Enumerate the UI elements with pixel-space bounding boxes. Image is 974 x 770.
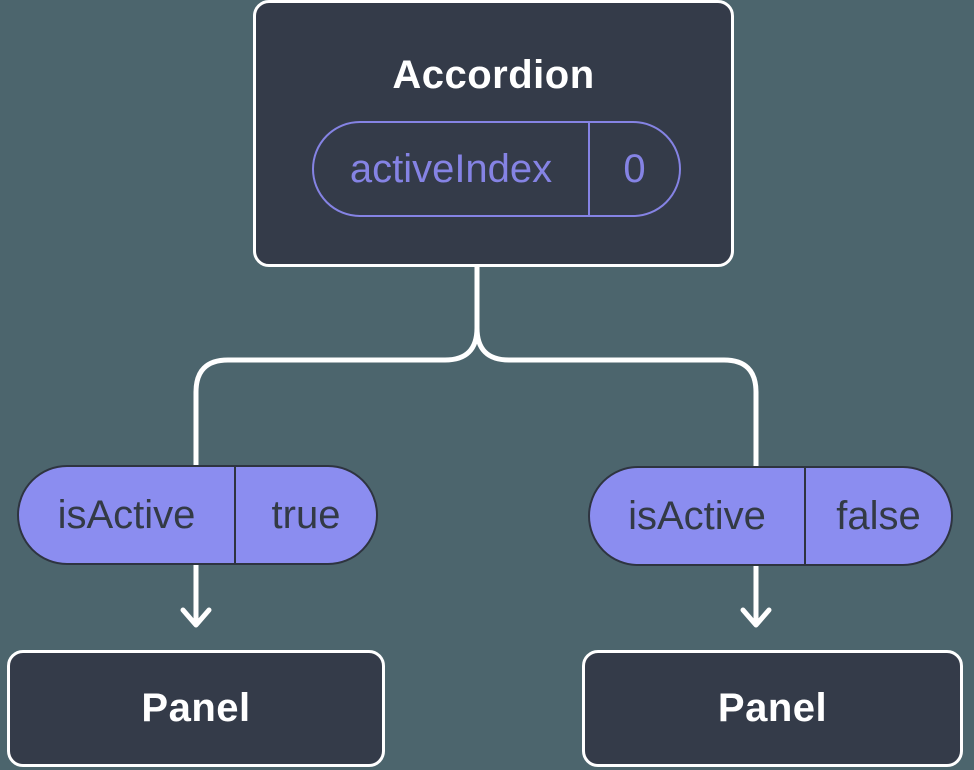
prop-name: isActive bbox=[590, 468, 806, 564]
state-pill: activeIndex 0 bbox=[312, 121, 681, 217]
node-title: Accordion bbox=[392, 53, 595, 97]
arrowhead-down-icon bbox=[180, 607, 212, 628]
fork-line-left bbox=[193, 263, 480, 470]
prop-value: false bbox=[836, 493, 921, 538]
panel-label: Panel bbox=[717, 686, 828, 730]
state-value: 0 bbox=[623, 146, 646, 191]
state-name: activeIndex bbox=[314, 123, 590, 215]
prop-name: isActive bbox=[19, 467, 236, 563]
panel-node-right: Panel bbox=[582, 650, 963, 767]
arrowhead-down-icon bbox=[740, 607, 772, 628]
prop-pill-left: isActive true bbox=[17, 465, 378, 565]
fork-line-right bbox=[474, 263, 759, 470]
accordion-node: Accordion activeIndex 0 bbox=[253, 0, 734, 267]
panel-node-left: Panel bbox=[7, 650, 385, 767]
prop-value: true bbox=[271, 492, 341, 537]
panel-label: Panel bbox=[141, 686, 251, 730]
prop-pill-right: isActive false bbox=[588, 466, 953, 566]
